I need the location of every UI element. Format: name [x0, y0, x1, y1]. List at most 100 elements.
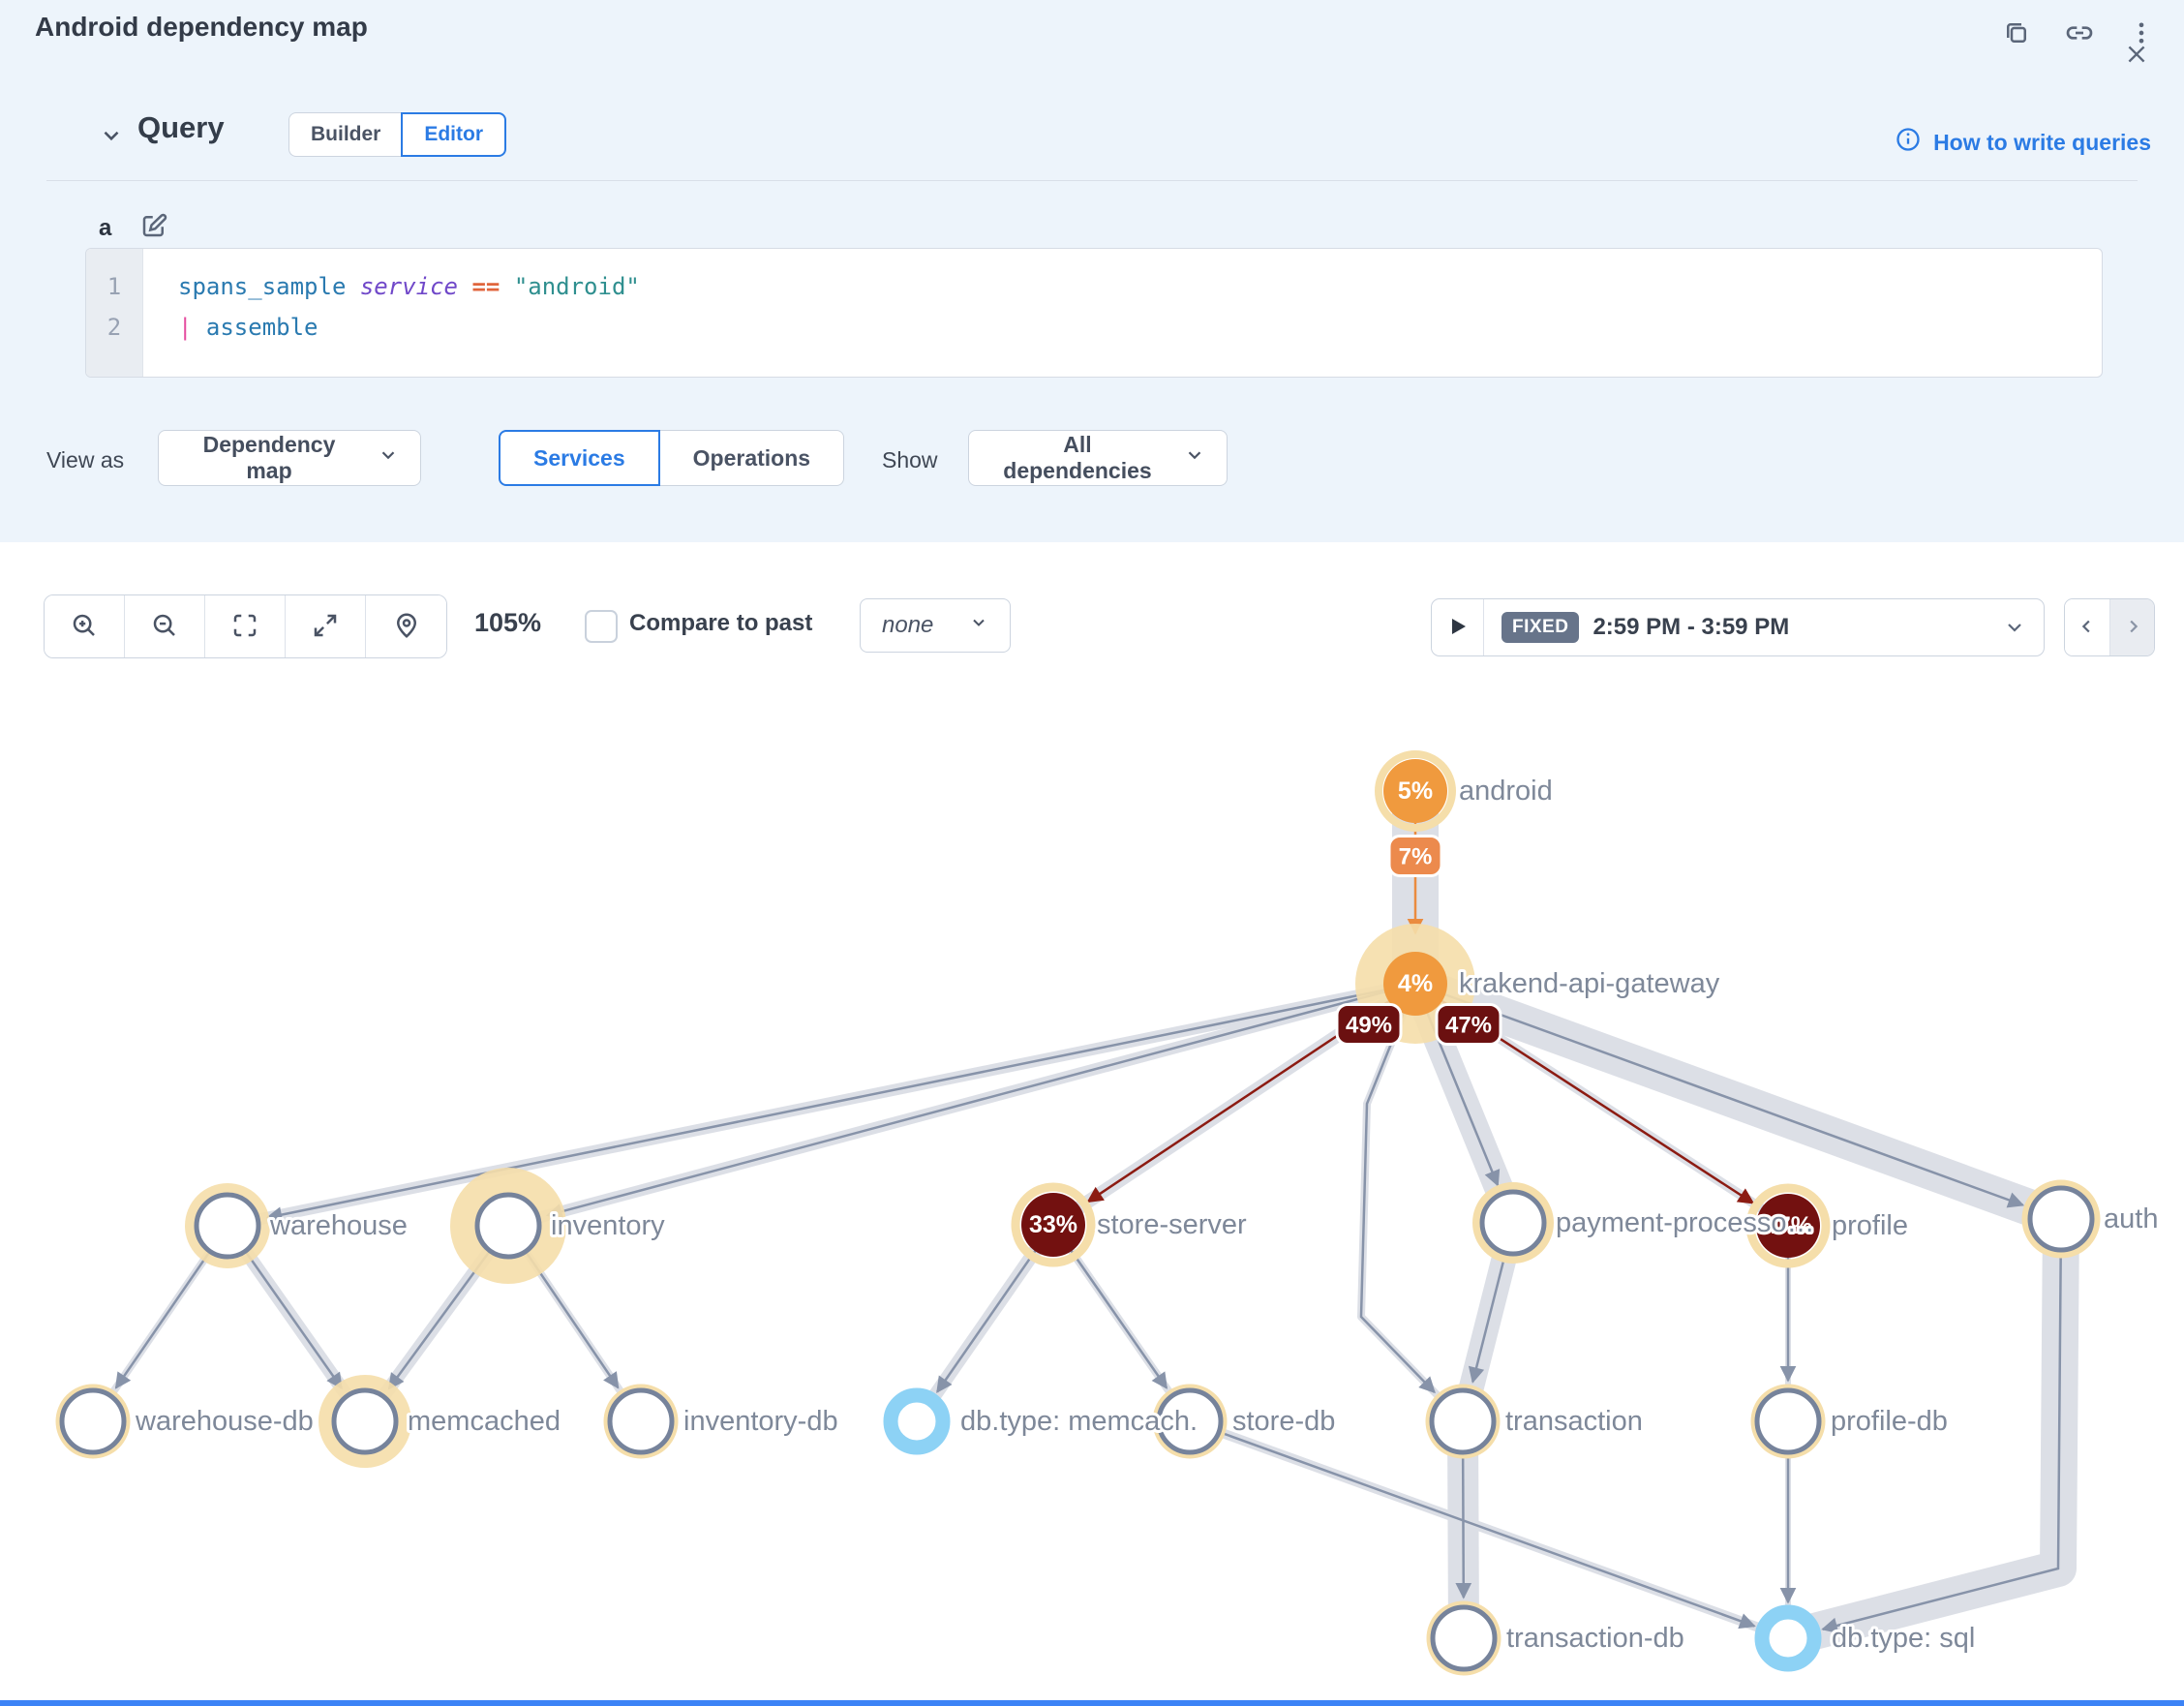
graph-node-profile[interactable]: 47% — [1745, 1183, 1831, 1268]
node-label-inventory-db: inventory-db — [683, 1406, 838, 1437]
location-pin-icon — [392, 611, 421, 643]
node-circle — [1383, 759, 1447, 823]
graph-node-inventory[interactable] — [450, 1168, 566, 1284]
graph-node-auth[interactable] — [2021, 1179, 2101, 1259]
graph-node-db-memcached[interactable] — [883, 1387, 951, 1455]
node-label-profile: profile — [1832, 1210, 1908, 1241]
chevron-down-icon — [1184, 444, 1205, 472]
graph-node-db-sql[interactable] — [1754, 1604, 1822, 1672]
page-title: Android dependency map — [35, 12, 368, 42]
node-percentage: 4% — [1398, 970, 1433, 997]
node-halo — [1425, 1384, 1501, 1459]
node-label-store-db: store-db — [1232, 1406, 1335, 1437]
node-circle — [474, 1192, 542, 1260]
compare-to-past-checkbox[interactable] — [585, 610, 618, 643]
graph-node-store-server[interactable]: 33% — [1011, 1182, 1096, 1267]
previous-period-button[interactable] — [2065, 599, 2109, 655]
query-close-button[interactable] — [2118, 41, 2155, 71]
show-value: All dependencies — [1003, 432, 1152, 483]
center-map-button[interactable] — [366, 595, 446, 657]
edge-badge-android-krakend-api-gateway: 7% — [1387, 835, 1443, 877]
time-pager — [2064, 598, 2155, 656]
more-button[interactable] — [2126, 17, 2157, 51]
node-circle — [607, 1387, 675, 1455]
svg-text:7%: 7% — [1399, 844, 1433, 870]
link-button[interactable] — [2062, 15, 2097, 53]
copy-button[interactable] — [2000, 16, 2033, 52]
graph-node-memcached[interactable] — [318, 1375, 411, 1468]
node-label-db-memcached: db.type: memcach. — [960, 1406, 1198, 1437]
operations-tab[interactable]: Operations — [659, 430, 845, 486]
chevron-right-icon — [2122, 616, 2143, 640]
dependency-graph: 5%4%33%47%7%49%47%androidkrakend-api-gat… — [55, 750, 2161, 1676]
node-label-transaction-db: transaction-db — [1506, 1623, 1684, 1654]
query-heading: Query — [137, 110, 225, 144]
node-circle — [883, 1387, 951, 1455]
zoom-in-icon — [70, 611, 99, 643]
graph-node-transaction[interactable] — [1425, 1384, 1501, 1459]
title-actions — [2000, 15, 2157, 53]
how-to-write-queries-label: How to write queries — [1933, 129, 2151, 155]
graph-node-transaction-db[interactable] — [1426, 1600, 1502, 1676]
node-circle — [194, 1192, 261, 1260]
node-label-profile-db: profile-db — [1831, 1406, 1948, 1437]
zoom-out-icon — [150, 611, 179, 643]
query-block-label: a — [99, 215, 112, 241]
builder-tab[interactable]: Builder — [288, 112, 403, 157]
view-mode-dropdown[interactable]: Dependency map — [158, 430, 421, 486]
graph-node-profile-db[interactable] — [1750, 1384, 1826, 1459]
query-code[interactable]: spans_sample service == "android" | assem… — [143, 249, 640, 377]
node-circle — [1479, 1189, 1547, 1257]
query-code-line[interactable]: | assemble — [178, 314, 318, 341]
edge-store-db-db-sql — [1189, 1419, 1756, 1630]
query-collapse-button[interactable] — [93, 122, 130, 152]
services-tab[interactable]: Services — [499, 430, 660, 486]
graph-node-warehouse[interactable] — [185, 1183, 270, 1268]
node-percentage: 47% — [1764, 1212, 1812, 1239]
node-circle — [1429, 1387, 1497, 1455]
graph-node-inventory-db[interactable] — [603, 1384, 679, 1459]
time-range-control: FIXED 2:59 PM - 3:59 PM — [1431, 598, 2045, 656]
query-mode-toggle: Builder Editor — [288, 112, 507, 157]
compare-to-past-label: Compare to past — [629, 610, 813, 636]
link-icon — [2064, 17, 2095, 51]
view-as-label: View as — [46, 447, 125, 472]
top-section: Android dependency map Query Builder Edi… — [0, 0, 2184, 542]
node-label-db-sql: db.type: sql — [1832, 1623, 1975, 1654]
compare-period-value: none — [882, 612, 934, 638]
time-mode-badge: FIXED — [1502, 612, 1580, 643]
node-label-warehouse: warehouse — [269, 1210, 408, 1241]
zoom-out-button[interactable] — [125, 595, 205, 657]
node-label-payment-processor: payment-processo… — [1556, 1207, 1815, 1238]
kebab-icon — [2128, 19, 2155, 49]
node-halo — [1152, 1384, 1228, 1459]
node-circle — [2027, 1185, 2095, 1253]
editor-tab[interactable]: Editor — [401, 112, 507, 157]
node-circle — [1754, 1604, 1822, 1672]
edit-icon — [139, 211, 168, 243]
compare-period-dropdown[interactable]: none — [860, 598, 1011, 653]
node-halo — [1011, 1182, 1096, 1267]
node-halo — [1472, 1182, 1554, 1264]
expand-button[interactable] — [286, 595, 366, 657]
play-button[interactable] — [1432, 599, 1484, 655]
show-dropdown[interactable]: All dependencies — [968, 430, 1228, 486]
node-halo — [1426, 1600, 1502, 1676]
next-period-button[interactable] — [2109, 599, 2154, 655]
node-circle — [59, 1387, 127, 1455]
how-to-write-queries-link[interactable]: How to write queries — [1895, 126, 2151, 159]
graph-node-warehouse-db[interactable] — [55, 1384, 131, 1459]
zoom-in-button[interactable] — [45, 595, 125, 657]
edit-query-button[interactable] — [137, 209, 170, 245]
fit-to-screen-button[interactable] — [205, 595, 286, 657]
query-code-line[interactable]: spans_sample service == "android" — [178, 273, 640, 300]
query-divider — [46, 180, 2138, 181]
graph-node-store-db[interactable] — [1152, 1384, 1228, 1459]
chevron-down-icon[interactable] — [2003, 616, 2026, 639]
graph-node-payment-processor[interactable] — [1472, 1182, 1554, 1264]
map-toolbar — [44, 594, 447, 658]
graph-node-android[interactable]: 5% — [1375, 750, 1456, 832]
node-circle — [331, 1387, 399, 1455]
